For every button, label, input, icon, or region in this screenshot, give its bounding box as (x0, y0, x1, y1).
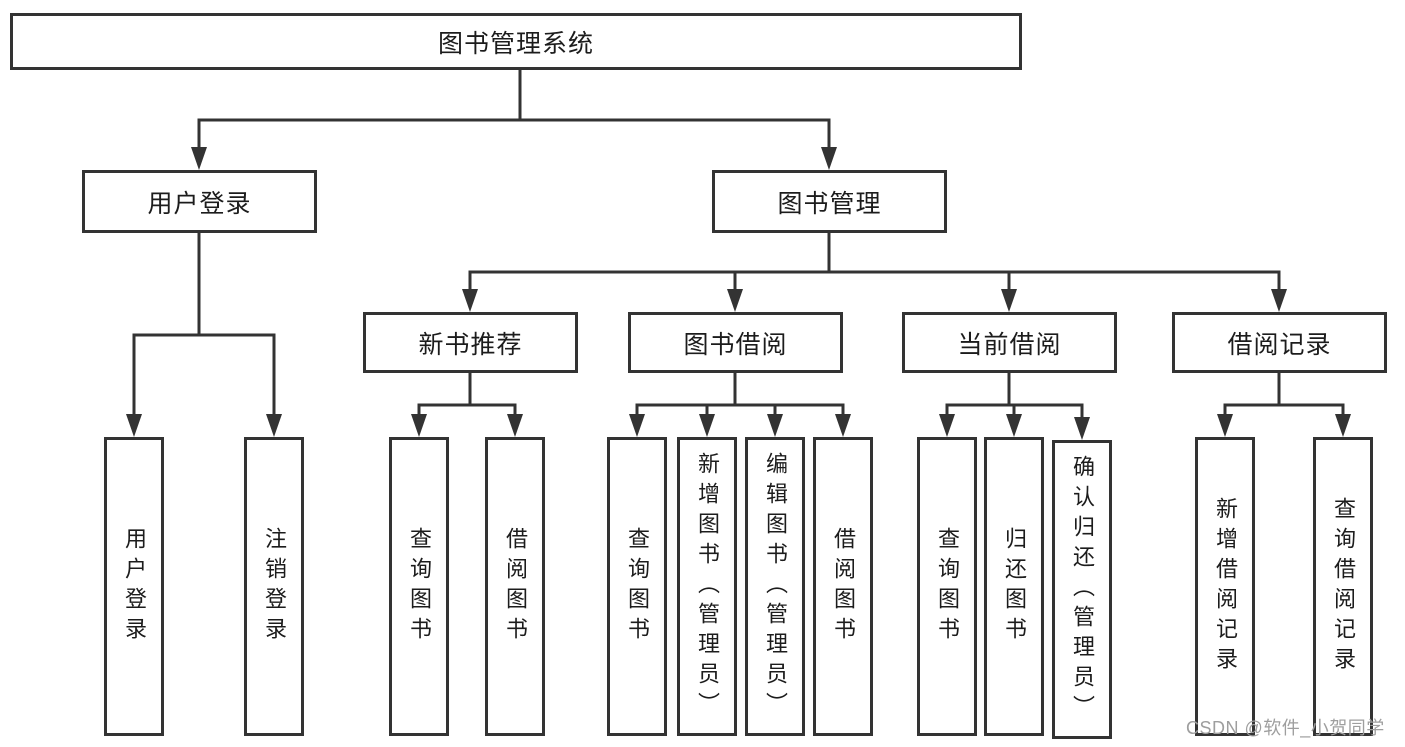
node-label: 查询借阅记录 (1331, 496, 1356, 677)
node-label: 编辑图书（管理员） (763, 451, 788, 722)
node-label: 借阅记录 (1227, 330, 1332, 359)
node-label: 查询图书 (935, 526, 960, 647)
node-label: 归还图书 (1002, 526, 1027, 647)
node-label: 借阅图书 (831, 526, 856, 647)
node-current-borrowing: 当前借阅 (902, 312, 1117, 373)
node-leaf-add-borrow-record: 新增借阅记录 (1195, 437, 1255, 736)
node-label: 图书管理 (777, 189, 882, 218)
node-label: 当前借阅 (957, 330, 1062, 359)
node-leaf-confirm-return-admin: 确认归还（管理员） (1052, 440, 1112, 739)
node-leaf-borrow-books: 借阅图书 (813, 437, 873, 736)
node-label: 图书管理系统 (437, 29, 594, 58)
node-book-borrowing: 图书借阅 (628, 312, 843, 373)
node-leaf-logout: 注销登录 (244, 437, 304, 736)
node-leaf-query-books-borrowing: 查询图书 (607, 437, 667, 736)
node-label: 用户登录 (147, 189, 252, 218)
watermark-text: CSDN @软件_小贺同学 (1186, 718, 1385, 738)
node-new-book-recommendation: 新书推荐 (363, 312, 578, 373)
node-label: 查询图书 (407, 526, 432, 647)
node-label: 用户登录 (122, 526, 147, 647)
node-label: 新书推荐 (418, 330, 523, 359)
node-leaf-query-books-recommend: 查询图书 (389, 437, 449, 736)
node-user-login: 用户登录 (82, 170, 317, 233)
node-label: 查询图书 (625, 526, 650, 647)
node-borrowing-records: 借阅记录 (1172, 312, 1387, 373)
node-leaf-query-books-current: 查询图书 (917, 437, 977, 736)
node-book-management: 图书管理 (712, 170, 947, 233)
node-label: 新增借阅记录 (1213, 496, 1238, 677)
node-leaf-return-books: 归还图书 (984, 437, 1044, 736)
node-label: 借阅图书 (503, 526, 528, 647)
node-label: 新增图书（管理员） (695, 451, 720, 722)
node-library-management-system: 图书管理系统 (10, 13, 1022, 70)
node-label: 确认归还（管理员） (1070, 454, 1095, 725)
node-leaf-edit-books-admin: 编辑图书（管理员） (745, 437, 805, 736)
node-label: 图书借阅 (683, 330, 788, 359)
node-leaf-borrow-books-recommend: 借阅图书 (485, 437, 545, 736)
node-leaf-add-books-admin: 新增图书（管理员） (677, 437, 737, 736)
node-leaf-query-borrow-record: 查询借阅记录 (1313, 437, 1373, 736)
node-leaf-user-login: 用户登录 (104, 437, 164, 736)
node-label: 注销登录 (262, 526, 287, 647)
